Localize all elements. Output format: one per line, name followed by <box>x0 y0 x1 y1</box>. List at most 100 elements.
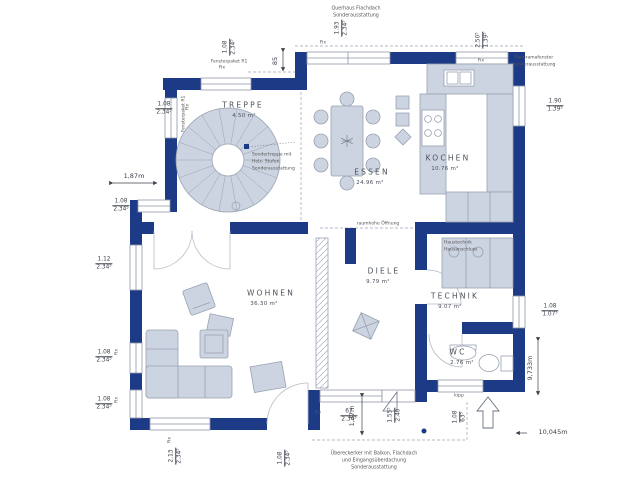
dim-num: 2.13 <box>168 449 175 463</box>
wall-segment <box>513 328 525 392</box>
dim-num: 1.08 <box>114 198 128 205</box>
dim-den: 2.34⁵ <box>340 415 358 423</box>
window-hall-right <box>512 295 526 329</box>
window-living-left-3 <box>129 389 143 419</box>
technik-note-line1: Haustechnik <box>444 240 472 246</box>
wc-toilet <box>478 354 514 372</box>
dim-num: 1.08 <box>222 40 229 54</box>
entrance-door-symbol <box>382 390 398 412</box>
wall-segment <box>130 418 150 430</box>
dim-den: 2.34⁵ <box>341 19 350 37</box>
dim-den: 2.34⁵ <box>155 108 173 116</box>
dim-num: 1.12 <box>97 256 111 263</box>
window-stair-left <box>164 97 178 139</box>
fix-label-panorama: Fix <box>477 58 485 64</box>
living-furniture <box>145 237 329 399</box>
room-label-wohnen: WOHNEN <box>246 288 296 298</box>
dim-den: 63⁵ <box>459 411 468 423</box>
dim-den: 2.34⁵ <box>95 263 113 271</box>
wall-segment <box>130 373 142 390</box>
room-label-kochen: KOCHEN <box>425 153 471 163</box>
dimension-lines <box>109 48 541 436</box>
entry-door <box>381 389 416 403</box>
dim-num: 1.08 <box>452 410 459 424</box>
dining-chair <box>365 157 381 173</box>
dim-num: 1.08 <box>97 349 111 356</box>
wall-unit <box>315 237 329 389</box>
panorama-note-line1: Panoramafenster <box>514 55 554 61</box>
porch-dot <box>421 428 427 434</box>
technik-appliances <box>441 237 514 289</box>
walls <box>130 52 525 430</box>
dining-chair <box>313 157 329 173</box>
wall-segment <box>308 390 320 430</box>
dim-den: 2.34⁵ <box>95 403 113 411</box>
cooktop <box>421 109 445 147</box>
measure-left-offset: 1,87m <box>123 172 145 180</box>
dim-den: 2.40 <box>394 407 403 423</box>
stair-post <box>231 201 241 211</box>
window-wc-kipp <box>437 379 484 393</box>
room-area-wc: 2.76 m² <box>450 360 474 366</box>
room-label-wc: WC <box>449 347 467 357</box>
sofa <box>145 329 233 399</box>
wall-segment <box>165 78 177 98</box>
window-kitchen-right <box>512 85 526 127</box>
fix-label-left-living-2: Fix <box>114 348 120 356</box>
wall-segment <box>415 304 427 402</box>
wall-segment <box>390 52 456 64</box>
dim-num: 1.08 <box>97 396 111 403</box>
dining-chair <box>339 175 355 191</box>
wall-segment <box>210 418 267 430</box>
spiral-staircase <box>175 107 297 213</box>
window-terrace-top <box>306 51 391 65</box>
fix-label-entry: Fix <box>314 410 322 416</box>
measure-entry-depth: 1,37m <box>348 405 356 427</box>
dim-num: 1.08 <box>277 451 284 465</box>
wall-segment <box>230 222 308 234</box>
dining-chair <box>339 91 355 107</box>
fix-label-top-left: Fix <box>218 65 226 71</box>
window-living-bottom <box>149 417 211 431</box>
dining-chair <box>365 133 381 149</box>
measure-total-depth: 9,733m <box>526 355 534 381</box>
kitchen-island <box>445 191 514 223</box>
dining-chair <box>365 109 381 125</box>
wall-segment <box>345 228 356 264</box>
stair-note-line1: Sondertreppe mit <box>252 152 292 158</box>
wall-segment <box>130 212 142 245</box>
wall-segment <box>130 290 142 343</box>
roof-overhang-dashed-lines <box>248 45 525 441</box>
bar-stools <box>394 95 412 146</box>
fix-label-left-living-3: Fix <box>114 396 120 404</box>
wall-segment <box>415 222 513 234</box>
header-note-line2: Sonderausstattung <box>333 13 379 19</box>
wall-segment <box>251 78 295 90</box>
door-arcs <box>153 230 463 425</box>
fix-label-left-stair: Fix <box>185 103 191 111</box>
header-note-line1: Querhaus Flachdach <box>331 6 381 12</box>
kipp-label-wc: kipp <box>454 393 464 399</box>
dim-num: 1.08 <box>157 101 171 108</box>
wall-segment <box>513 64 525 86</box>
fensterpaket-label-top: Fensterpaket R1 <box>210 59 248 65</box>
room-label-essen: ESSEN <box>354 167 390 177</box>
wall-segment <box>483 380 525 392</box>
dining-set <box>313 91 381 191</box>
fix-label-bottom-living: Fix <box>167 436 173 444</box>
dim-den: 2.34⁵ <box>284 449 293 467</box>
entrance-arrow <box>476 396 500 429</box>
window-entry-fix <box>319 389 383 403</box>
armchair <box>182 282 216 316</box>
wall-segment <box>420 380 438 392</box>
